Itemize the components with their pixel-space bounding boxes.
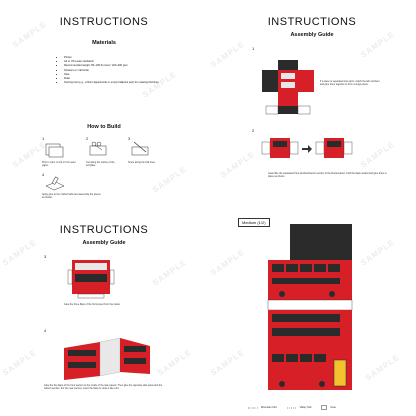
- instructions-page-materials: INSTRUCTIONS Materials Printer A4 or US …: [0, 0, 208, 208]
- mountain-fold-icon: [248, 407, 258, 408]
- material-item: Ruler: [64, 77, 159, 81]
- fold-legend: Mountain fold Valley fold Glue: [248, 405, 336, 410]
- step-caption: Glue the five flaps of the front section…: [44, 384, 163, 390]
- scissors-icon: [88, 140, 110, 158]
- page-title: INSTRUCTIONS: [59, 224, 149, 236]
- step-caption: Cut along the outline of the template.: [86, 161, 115, 167]
- step-caption: Score along the fold lines.: [128, 161, 156, 164]
- sample-watermark: SAMPLE: [150, 164, 189, 195]
- step-number: 1: [42, 136, 45, 141]
- step-number: 1: [252, 46, 255, 51]
- step-caption: Assemble the separated front window/inte…: [268, 172, 387, 178]
- bus-net-illustration: [258, 56, 318, 120]
- template-page-medium: Medium (1/2): [208, 208, 416, 416]
- instructions-page-assembly-1: INSTRUCTIONS Assembly Guide 1 If a piece…: [208, 0, 416, 208]
- bus-template-net: [262, 224, 358, 394]
- sample-watermark: SAMPLE: [0, 347, 39, 378]
- front-section-assembly-illustration: [260, 134, 370, 164]
- step-number: 2: [86, 136, 89, 141]
- valley-fold-legend: Valley fold: [286, 406, 311, 410]
- step-caption: If a piece is separated into parts, matc…: [320, 80, 380, 86]
- mountain-fold-legend: Mountain fold: [248, 406, 277, 410]
- material-item: Scoring tool (e.g., a blunt-tipped knife…: [64, 81, 159, 85]
- step-caption: Print in color on A4 or US Letter paper.: [42, 161, 76, 167]
- step-number: 4: [44, 328, 47, 333]
- sample-watermark: SAMPLE: [208, 347, 247, 378]
- how-to-build-heading: How to Build: [87, 124, 121, 130]
- bus-body-assembly-illustration: [60, 332, 154, 382]
- step-number: 3: [128, 136, 131, 141]
- printer-paper-icon: [44, 142, 66, 158]
- sample-watermark: SAMPLE: [155, 347, 194, 378]
- step-number: 4: [42, 172, 45, 177]
- sample-watermark: SAMPLE: [208, 247, 247, 278]
- sample-watermark: SAMPLE: [363, 352, 402, 383]
- sample-watermark: SAMPLE: [208, 39, 247, 70]
- step-number: 3: [44, 254, 47, 259]
- sample-watermark: SAMPLE: [150, 257, 189, 288]
- instructions-page-assembly-2: INSTRUCTIONS Assembly Guide 3 Glue the t…: [0, 208, 208, 416]
- page-title: INSTRUCTIONS: [59, 16, 149, 28]
- sample-watermark: SAMPLE: [218, 149, 257, 180]
- materials-heading: Materials: [92, 40, 116, 46]
- material-item: A4 or US Letter cardstock: [64, 60, 159, 64]
- material-item: Scissors or craft knife: [64, 69, 159, 73]
- size-tag: Medium (1/2): [238, 218, 270, 227]
- material-item: Glue: [64, 73, 159, 77]
- step-caption: Apply glue to the marked tabs and assemb…: [42, 193, 101, 199]
- step-caption: Glue the three flaps of the front panel …: [64, 303, 121, 306]
- material-item: Printer: [64, 56, 159, 60]
- page-title: INSTRUCTIONS: [267, 16, 357, 28]
- materials-list: Printer A4 or US Letter cardstock Recomm…: [60, 56, 159, 85]
- assembly-guide-heading: Assembly Guide: [82, 240, 126, 246]
- glue-icon: [44, 176, 66, 192]
- scoring-tool-icon: [130, 140, 152, 158]
- front-panel-illustration: [64, 256, 124, 300]
- glue-legend: Glue: [321, 405, 336, 410]
- valley-fold-icon: [286, 407, 297, 408]
- material-item: Recommended weight: 80~100 lb cover / 22…: [64, 64, 159, 68]
- assembly-guide-heading: Assembly Guide: [290, 32, 334, 38]
- glue-area-icon: [321, 405, 328, 410]
- sample-watermark: SAMPLE: [358, 237, 397, 268]
- step-number: 2: [252, 128, 255, 133]
